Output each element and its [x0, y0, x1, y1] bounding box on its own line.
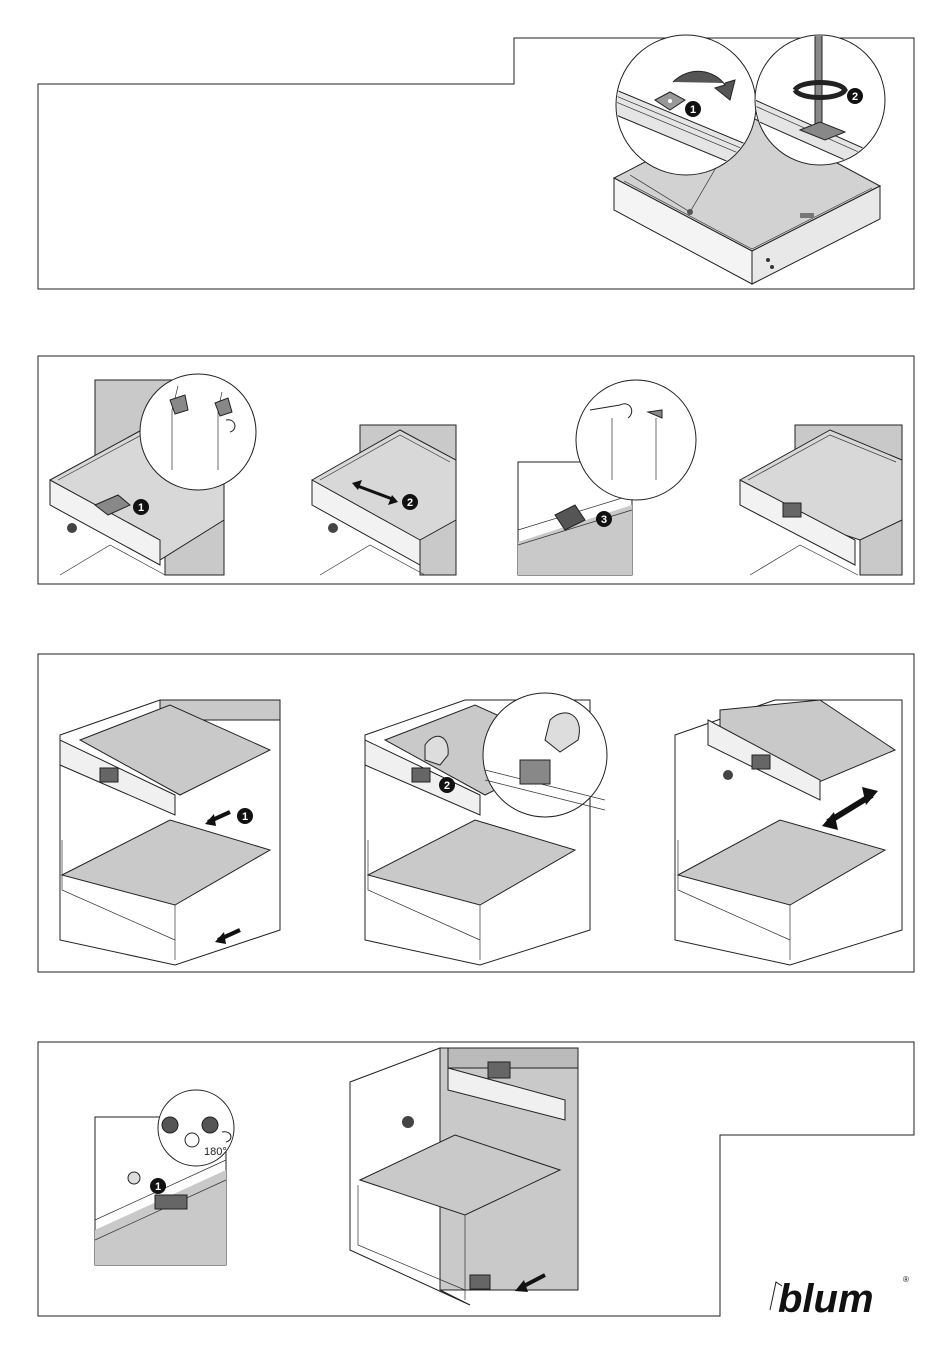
drawer-illustration-2c: 3: [518, 380, 696, 575]
registered-mark: ®: [903, 1275, 909, 1284]
step-number: 1: [690, 104, 696, 116]
panel-1: 1 2: [38, 30, 914, 289]
drawer-illustration-2a: 1: [50, 374, 256, 575]
brand-name: blum: [778, 1277, 874, 1321]
blum-logo: blum ®: [770, 1275, 909, 1321]
drawer-illustration-2d: [740, 425, 902, 575]
panel-4: 1 180° blum ®: [38, 1042, 914, 1321]
step-badge-1-1: 1: [685, 101, 701, 117]
cabinet-illustration-4b: [350, 1048, 578, 1305]
step-number: 1: [242, 811, 248, 823]
cabinet-illustration-3a: 1: [60, 700, 280, 965]
panel-2: 1 2 3: [38, 356, 914, 584]
step-number: 1: [155, 1181, 161, 1193]
step-number: 2: [407, 497, 413, 509]
panel-3: 1 2: [38, 654, 914, 972]
detail-illustration-4a: 1 180°: [95, 1090, 234, 1265]
screwdriver-icon: [815, 30, 822, 130]
step-number: 2: [444, 780, 450, 792]
rotation-angle-label: 180°: [204, 1146, 227, 1158]
cabinet-illustration-3c: [675, 700, 902, 965]
drawer-illustration-2b: 2: [312, 425, 456, 575]
step-badge-1-2: 2: [847, 88, 863, 104]
step-number: 3: [601, 514, 607, 526]
step-number: 2: [852, 91, 858, 103]
step-number: 1: [138, 502, 144, 514]
cabinet-illustration-3b: 2: [365, 693, 607, 965]
